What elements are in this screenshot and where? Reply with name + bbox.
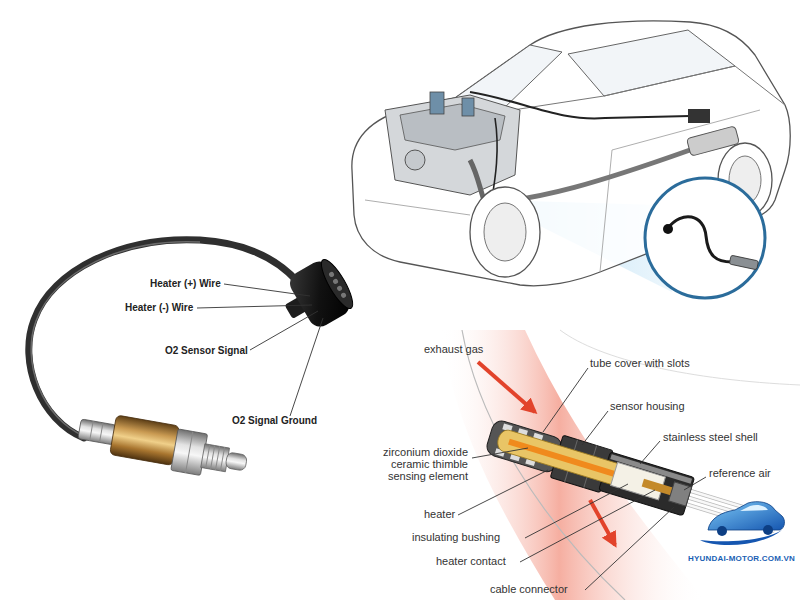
plug-face: [316, 256, 358, 312]
side-window: [568, 30, 735, 96]
probe-tip: [225, 452, 247, 471]
inset-cable: [668, 217, 732, 262]
thread: [201, 444, 230, 472]
engine-part: [405, 150, 425, 170]
part-label: heater contact: [436, 555, 506, 567]
leader-line: [640, 441, 660, 464]
flow-arrow: [478, 362, 535, 412]
leader-line: [250, 311, 318, 350]
heater-contact: [642, 479, 673, 495]
wiring: [492, 118, 497, 198]
wiring: [470, 92, 690, 118]
control-unit: [688, 109, 710, 123]
hex-nut: [171, 429, 208, 476]
insulating-bushing: [611, 462, 666, 500]
thread-line: [211, 446, 215, 470]
part-label: insulating bushing: [412, 531, 500, 543]
part-label: zirconium dioxide ceramic thimble sensin…: [360, 446, 468, 482]
leader-line: [543, 368, 588, 432]
logo-car: [708, 502, 784, 530]
signal-label: O2 Signal Ground: [232, 415, 317, 427]
sensor-cable: [29, 240, 298, 438]
leader-line: [197, 305, 312, 308]
watermark: HYUNDAI-MOTOR.COM.VN: [688, 553, 795, 565]
logo-wheel: [717, 526, 727, 536]
leader-line: [472, 448, 528, 458]
leader-line: [224, 284, 310, 296]
crimp-sleeve: [78, 419, 117, 445]
part-label: heater: [424, 508, 455, 520]
inset-circle: [645, 178, 765, 298]
thread-line: [215, 446, 219, 470]
front-wheel-hub: [484, 203, 526, 261]
crimp-ridge: [90, 421, 93, 441]
part-label: stainless steel shell: [663, 431, 758, 443]
engine-part: [462, 98, 474, 116]
part-label: cable connector: [490, 583, 568, 595]
flow-label: exhaust gas: [424, 343, 483, 355]
sensor-cable-highlight: [31, 242, 200, 436]
leader-line: [585, 507, 674, 590]
sensor-photo: [29, 240, 359, 483]
engine-part: [430, 92, 444, 114]
stainless-shell: [599, 452, 695, 516]
leader-line: [520, 490, 655, 562]
logo-window: [740, 505, 768, 511]
pipe-wall: [560, 330, 800, 385]
body-line: [365, 200, 470, 215]
part-label: reference air: [709, 467, 771, 479]
wire-label: Heater (-) Wire: [125, 302, 193, 314]
plug-pin: [332, 278, 339, 285]
engine-detail: [400, 104, 505, 150]
leader-line: [290, 318, 323, 416]
hex-edge: [186, 431, 193, 472]
brass-body: [110, 415, 180, 466]
wire-label: Heater (+) Wire: [150, 278, 221, 290]
sensor-body: [75, 409, 250, 483]
plug-connector: [274, 254, 359, 338]
thread-line: [206, 445, 210, 469]
signal-label: O2 Sensor Signal: [165, 345, 248, 357]
crimp-ridge: [100, 423, 103, 443]
plug-pin: [336, 285, 343, 292]
leader-line: [458, 470, 548, 515]
part-label: tube cover with slots: [590, 357, 690, 369]
leader-line: [684, 477, 706, 490]
leader-line: [582, 411, 608, 445]
front-wheel: [470, 187, 540, 277]
engine-block: [385, 95, 520, 195]
logo: [700, 502, 784, 545]
plug-pin: [328, 271, 335, 278]
leader-line: [525, 484, 628, 538]
logo-wheel: [763, 525, 773, 535]
thread-line: [220, 447, 224, 471]
inset-sensor: [729, 255, 758, 270]
inset-plug: [663, 224, 673, 234]
plug-pin: [340, 292, 347, 299]
cable-connector: [669, 482, 692, 506]
part-label: sensor housing: [610, 400, 685, 412]
car-illustration: [352, 21, 790, 298]
